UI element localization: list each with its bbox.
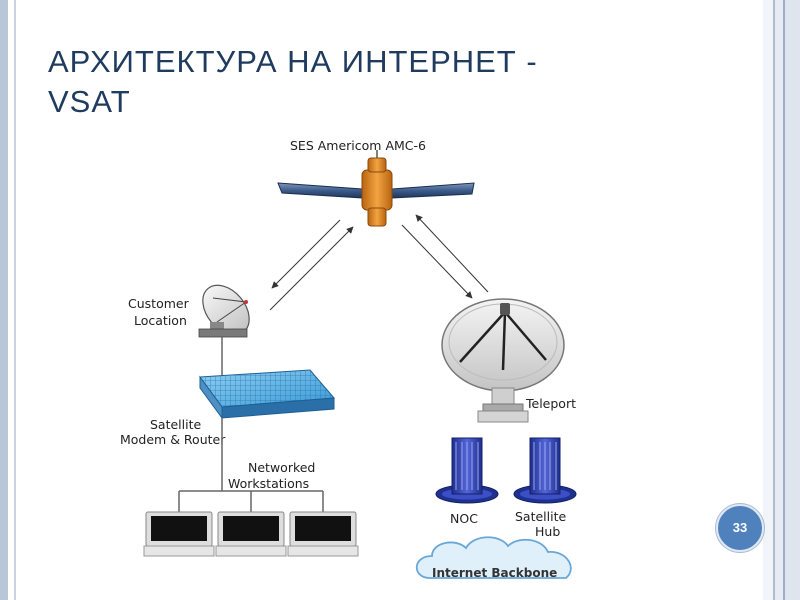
slide-left-border (0, 0, 8, 600)
uplink-arrow-customer (269, 226, 354, 311)
slide-title: АРХИТЕКТУРА НА ИНТЕРНЕТ - VSAT (48, 42, 688, 122)
uplink-arrow-teleport (415, 214, 489, 293)
satellite-icon (277, 150, 475, 227)
teleport-label: Teleport (525, 396, 576, 411)
title-line-1: АРХИТЕКТУРА НА ИНТЕРНЕТ - (48, 44, 538, 79)
customer-dish-icon (198, 284, 250, 338)
workstations-label-line2: Workstations (228, 476, 309, 491)
customer-location-label-line2: Location (134, 313, 187, 328)
internet-backbone-label: Internet Backbone (432, 566, 557, 580)
hub-label-line1: Satellite (515, 509, 567, 524)
workstation-icon (143, 511, 215, 557)
page-number-badge: 33 (716, 504, 764, 552)
modem-label-line2: Modem & Router (120, 432, 226, 447)
hub-server-icon (513, 437, 577, 504)
teleport-dish-icon (441, 298, 565, 423)
internet-cloud-icon (415, 536, 572, 579)
downlink-arrow-customer (271, 219, 341, 289)
workstations-label-line1: Networked (248, 460, 315, 475)
hub-label-line2: Hub (535, 524, 560, 539)
workstation-icon (287, 511, 359, 557)
title-line-2: VSAT (48, 84, 131, 119)
customer-location-label-line1: Customer (128, 296, 190, 311)
slide-right-border (763, 0, 800, 600)
network-bus (178, 490, 324, 512)
modem-router-icon (199, 369, 336, 420)
workstation-icon (215, 511, 287, 557)
noc-label: NOC (450, 511, 478, 526)
modem-label-line1: Satellite (150, 417, 202, 432)
noc-server-icon (435, 437, 499, 504)
satellite-label: SES Americom AMC-6 (290, 138, 426, 153)
downlink-arrow-teleport (401, 224, 473, 299)
slide-left-rule (14, 0, 16, 600)
